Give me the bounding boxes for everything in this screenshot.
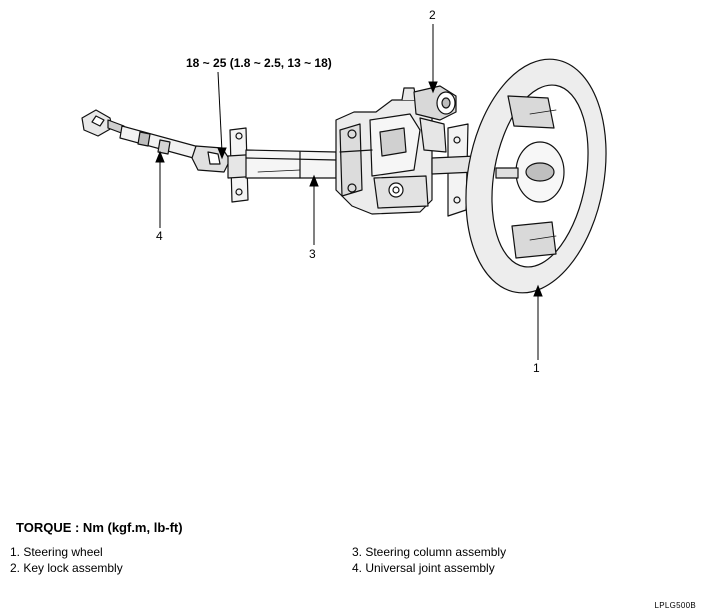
key-lock-assembly xyxy=(413,85,457,153)
callout-universal-joint: 4 xyxy=(156,229,163,243)
legend-item-3: 3. Steering column assembly xyxy=(352,545,507,559)
column-upper-body xyxy=(335,87,433,215)
figure-code: LPLG500B xyxy=(654,601,696,610)
torque-spec-label: 18 ~ 25 (1.8 ~ 2.5, 13 ~ 18) xyxy=(186,56,332,70)
steering-wheel xyxy=(465,58,607,294)
universal-joint-assembly xyxy=(81,109,231,173)
legend-item-2: 2. Key lock assembly xyxy=(10,561,123,575)
callout-steering-column: 3 xyxy=(309,247,316,261)
steering-column-tube xyxy=(245,149,337,179)
legend-item-4: 4. Universal joint assembly xyxy=(352,561,495,575)
torque-title: TORQUE : Nm (kgf.m, lb-ft) xyxy=(16,520,183,535)
callout-steering-wheel: 1 xyxy=(533,361,540,375)
legend-item-1: 1. Steering wheel xyxy=(10,545,103,559)
callout-key-lock: 2 xyxy=(429,8,436,22)
